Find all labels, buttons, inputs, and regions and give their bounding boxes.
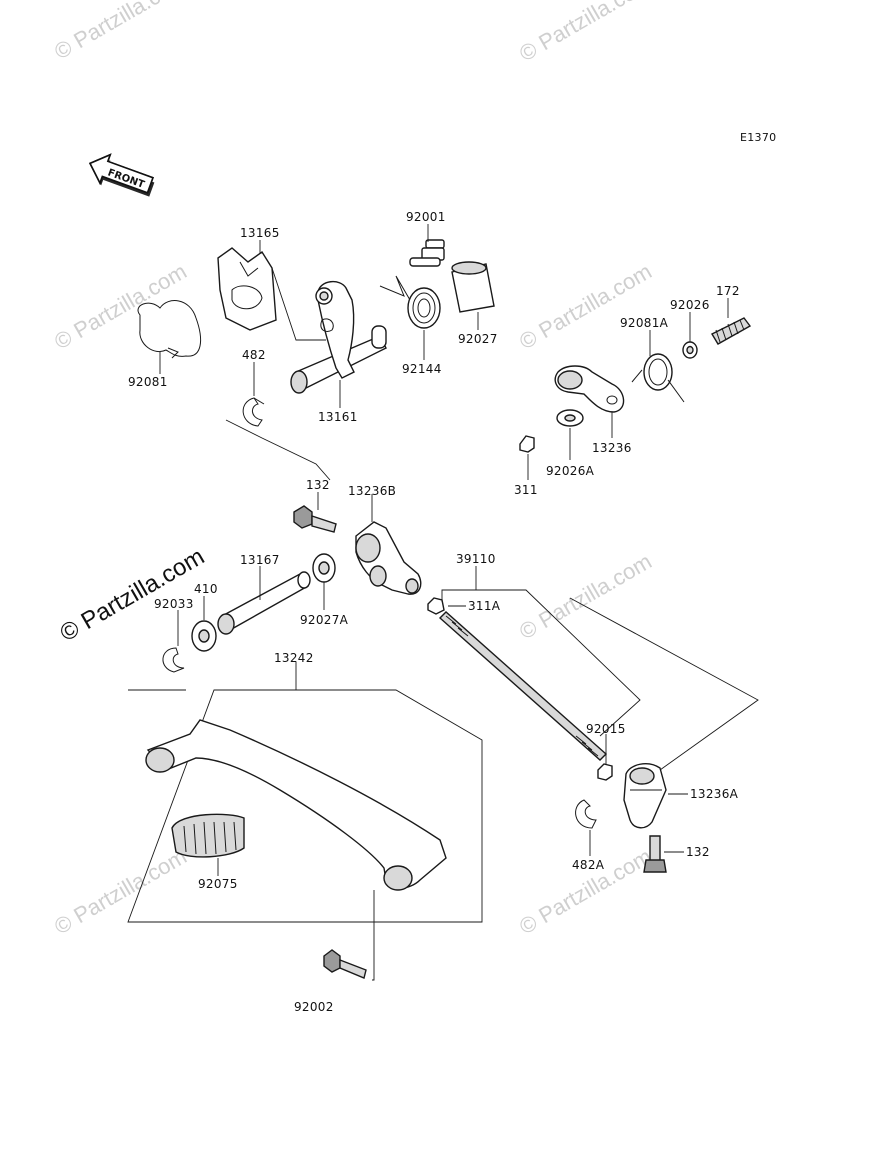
label-92026: 92026 [670,298,710,312]
part-482A-circlip [575,799,597,829]
part-482-circlip [242,397,265,427]
part-92081-clip [137,300,202,359]
label-92081: 92081 [128,375,168,389]
part-132-bolt-top [293,505,337,533]
part-92001-pin [409,239,445,267]
part-13236B-lever [355,521,422,595]
part-92002-bolt [323,949,367,979]
part-311A-nut [427,597,445,615]
label-92001: 92001 [406,210,446,224]
part-92075-rubber [171,813,245,858]
label-92002: 92002 [294,1000,334,1014]
part-13236A-lever [623,763,667,829]
label-172: 172 [716,284,740,298]
part-311-nut [519,435,535,453]
part-13242-box [127,689,483,923]
label-311A: 311A [468,599,501,613]
label-311: 311 [514,483,538,497]
label-92015: 92015 [586,722,626,736]
label-13242: 13242 [274,651,314,665]
label-13236A: 13236A [690,787,739,801]
part-13242-pedal [145,719,447,891]
part-13165-plate [217,247,277,331]
part-labels: 13165 92001 92081 482 13161 92144 92027 … [128,210,740,1014]
part-172-stud [711,317,752,345]
part-132-bolt-bottom [643,835,667,873]
label-92144: 92144 [402,362,442,376]
part-92144-spring [379,275,441,329]
part-92027-collar [451,261,495,313]
label-482: 482 [242,348,266,362]
label-92081A: 92081A [620,316,669,330]
watermark: © Partzilla.com [515,259,656,355]
part-13161-shift-shaft [290,281,387,394]
label-410: 410 [194,582,218,596]
part-92081A-spring [631,353,685,403]
label-132-bottom: 132 [686,845,710,859]
part-92026-washer [682,341,698,359]
label-13165: 13165 [240,226,280,240]
label-13167: 13167 [240,553,280,567]
label-39110: 39110 [456,552,496,566]
watermark: © Partzilla.com [50,259,191,355]
label-92027A: 92027A [300,613,349,627]
watermark: © Partzilla.com [515,0,656,66]
label-482A: 482A [572,858,605,872]
part-92027A-washer [312,553,336,583]
label-13236B: 13236B [348,484,396,498]
leader-lines [159,224,759,981]
part-92033-circlip [162,647,185,673]
part-410-washer [191,620,217,652]
part-13236-lever [554,365,625,413]
diagram-code: E1370 [740,131,776,144]
front-arrow-icon: FRONT [88,153,155,197]
label-92033: 92033 [154,597,194,611]
label-13161: 13161 [318,410,358,424]
watermark: © Partzilla.com [50,0,191,64]
watermark: © Partzilla.com [515,549,656,645]
label-92027: 92027 [458,332,498,346]
main-watermark: © Partzilla.com [56,543,210,647]
watermark: © Partzilla.com [50,844,191,940]
part-13167-shaft [217,571,311,635]
label-92075: 92075 [198,877,238,891]
part-92026A-washer [556,409,584,427]
label-92026A: 92026A [546,464,595,478]
part-92015-nut [597,763,613,781]
label-13236: 13236 [592,441,632,455]
label-132-top: 132 [306,478,330,492]
